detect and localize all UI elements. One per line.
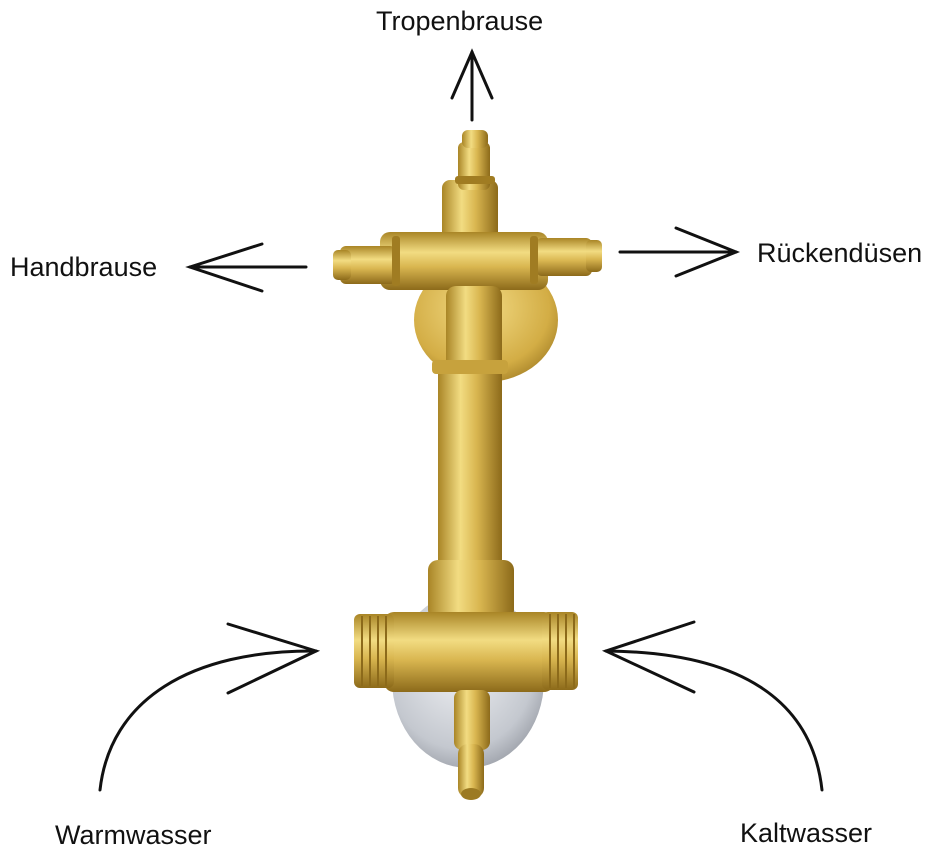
label-tropenbrause: Tropenbrause [376, 6, 544, 36]
arrow-warm-in [98, 622, 321, 792]
side-outlets [333, 232, 602, 290]
upper-neck [446, 286, 502, 372]
arrow-cold-in [601, 620, 824, 792]
connecting-pipe [438, 362, 502, 582]
top-outlet [442, 130, 498, 240]
arrow-up [450, 48, 494, 122]
label-rueckenduesen: Rückendüsen [757, 238, 923, 268]
label-kaltwasser: Kaltwasser [740, 818, 873, 848]
valve-spindle [454, 690, 490, 800]
label-warmwasser: Warmwasser [55, 820, 212, 850]
arrow-right [618, 226, 741, 278]
label-handbrause: Handbrause [10, 252, 158, 282]
arrow-left [185, 242, 308, 293]
mixer-body [354, 560, 578, 692]
